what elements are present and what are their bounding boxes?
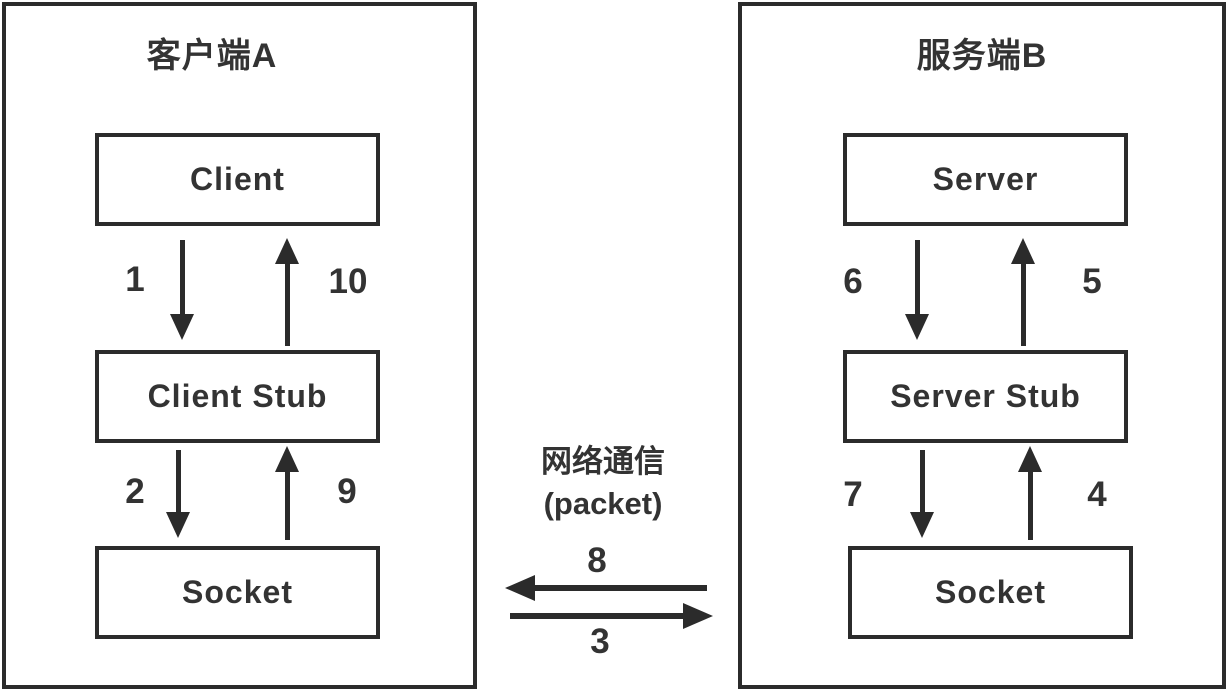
arrow-head-down (910, 512, 934, 538)
server-socket-box: Socket (848, 546, 1133, 639)
step-10-label: 10 (328, 262, 368, 301)
network-caption: 网络通信 (packet) (541, 441, 665, 525)
arrow-shaft (1028, 470, 1033, 540)
step-4-label: 4 (1087, 475, 1107, 514)
arrow-head-up (275, 238, 299, 264)
arrow-shaft (176, 450, 181, 514)
arrow-shaft (920, 450, 925, 514)
arrow-head-up (275, 446, 299, 472)
arrow-shaft (285, 470, 290, 540)
network-caption-line2: (packet) (543, 486, 663, 521)
step-2-label: 2 (125, 472, 145, 511)
client-stub-box: Client Stub (95, 350, 380, 443)
server-stub-box: Server Stub (843, 350, 1128, 443)
step-8-label: 8 (587, 541, 607, 580)
client-panel-title: 客户端A (146, 37, 278, 75)
arrow-head-down (905, 314, 929, 340)
arrow-head-right (683, 603, 713, 629)
arrow-shaft (1021, 262, 1026, 346)
arrow-head-down (170, 314, 194, 340)
arrow-head-up (1011, 238, 1035, 264)
arrow-shaft (533, 585, 707, 591)
step-5-label: 5 (1082, 262, 1102, 301)
client-socket-box: Socket (95, 546, 380, 639)
step-1-label: 1 (125, 260, 145, 299)
arrow-shaft (510, 613, 685, 619)
server-panel-title: 服务端B (916, 37, 1048, 75)
arrow-head-left (505, 575, 535, 601)
arrow-shaft (915, 240, 920, 316)
server-box: Server (843, 133, 1128, 226)
client-box: Client (95, 133, 380, 226)
arrow-shaft (285, 262, 290, 346)
arrow-head-down (166, 512, 190, 538)
step-6-label: 6 (843, 262, 863, 301)
arrow-head-up (1018, 446, 1042, 472)
network-caption-line1: 网络通信 (541, 444, 665, 479)
arrow-shaft (180, 240, 185, 316)
step-3-label: 3 (590, 622, 610, 661)
step-9-label: 9 (337, 472, 357, 511)
step-7-label: 7 (843, 475, 863, 514)
